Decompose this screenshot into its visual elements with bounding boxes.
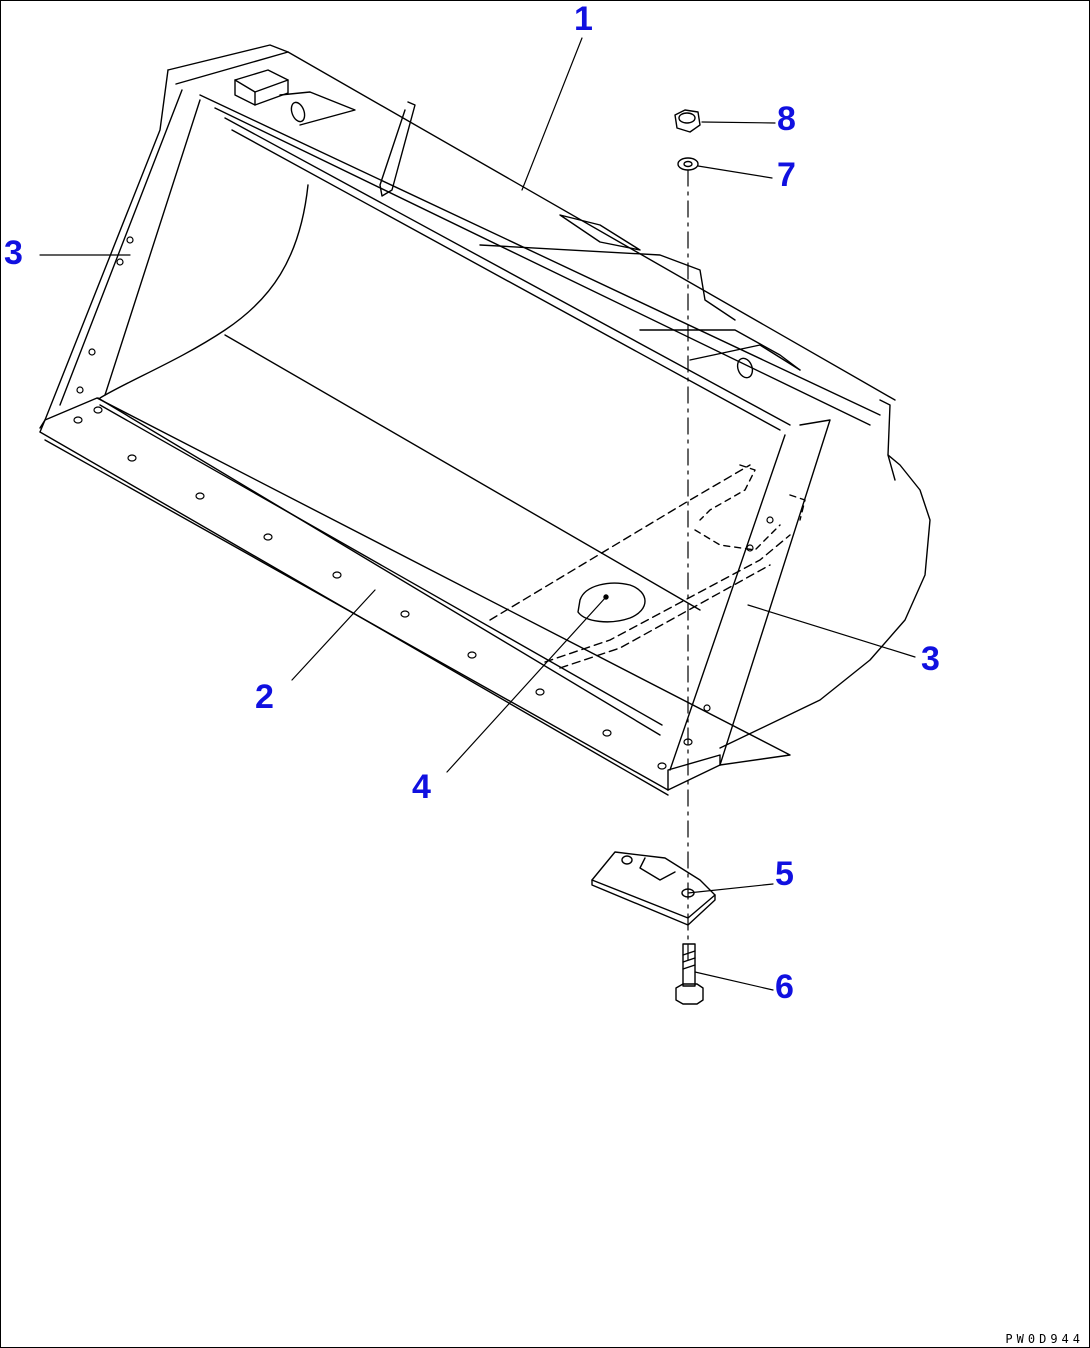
edge-bolt-holes bbox=[73, 236, 774, 770]
callout-5: 5 bbox=[775, 855, 794, 893]
drawing-code: PW0D944 bbox=[1005, 1332, 1084, 1346]
callout-8: 8 bbox=[777, 100, 796, 138]
callout-4: 4 bbox=[412, 768, 431, 806]
callout-1: 1 bbox=[574, 0, 593, 38]
washer-part bbox=[677, 157, 699, 171]
callout-3-left: 3 bbox=[4, 234, 23, 272]
callout-7: 7 bbox=[777, 156, 796, 194]
callout-2: 2 bbox=[255, 678, 274, 716]
callout-3-right: 3 bbox=[921, 640, 940, 678]
plate-part bbox=[591, 851, 716, 926]
bucket-body bbox=[39, 44, 931, 796]
leader-lines bbox=[39, 37, 916, 991]
callout-6: 6 bbox=[775, 968, 794, 1006]
nut-part bbox=[674, 109, 701, 133]
bolt-part bbox=[675, 943, 704, 1005]
